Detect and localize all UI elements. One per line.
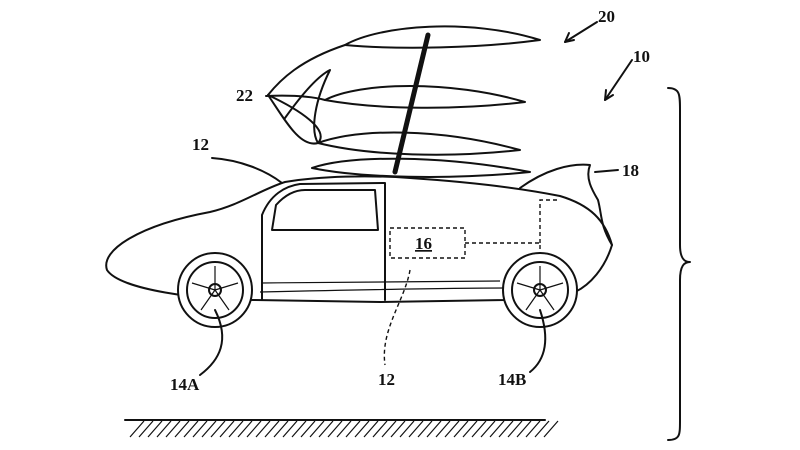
- module-link: [465, 199, 560, 265]
- hatch-line: [498, 420, 514, 438]
- label-12-top: 12: [192, 135, 209, 154]
- hatch-line: [417, 420, 433, 438]
- hatch-line: [291, 420, 307, 438]
- label-14B: 14B: [498, 370, 526, 389]
- ground: [124, 419, 559, 438]
- wing-fin: [267, 94, 322, 145]
- sill-line-2: [261, 280, 501, 284]
- hatch-line: [174, 420, 190, 438]
- hatch-line: [543, 420, 559, 438]
- module-box: [389, 227, 466, 259]
- hatch-line: [372, 420, 388, 438]
- hatch-line: [471, 420, 487, 438]
- hatch-line: [318, 420, 334, 438]
- hatch-line: [435, 420, 451, 438]
- hatch-line: [525, 420, 541, 438]
- door: [261, 182, 386, 301]
- hatch-line: [336, 420, 352, 438]
- hatch-line: [246, 420, 262, 438]
- body-leader: [383, 269, 411, 366]
- hatch-line: [408, 420, 424, 438]
- hatch-line: [273, 420, 289, 438]
- hatch-line: [264, 420, 280, 438]
- mast: [392, 32, 431, 175]
- hatch-line: [516, 420, 532, 438]
- label-10: 10: [633, 47, 650, 66]
- hatch-line: [345, 420, 361, 438]
- hatch-line: [147, 420, 163, 438]
- hatch-line: [219, 420, 235, 438]
- hatch-line: [327, 420, 343, 438]
- wing-second: [324, 85, 526, 109]
- label-12-bottom: 12: [378, 370, 395, 389]
- wing-fourth: [311, 157, 531, 178]
- leaders: [199, 21, 633, 376]
- body-outline: [105, 175, 613, 303]
- hatch-line: [507, 420, 523, 438]
- hatch-line: [300, 420, 316, 438]
- hatch-line: [444, 420, 460, 438]
- hatch-line: [489, 420, 505, 438]
- hatch-line: [354, 420, 370, 438]
- hatch-line: [453, 420, 469, 438]
- hatch-line: [363, 420, 379, 438]
- hatch-line: [390, 420, 406, 438]
- sill-line: [259, 287, 506, 293]
- hatch-line: [282, 420, 298, 438]
- vehicle-body: [105, 163, 613, 366]
- hatch-line: [462, 420, 478, 438]
- hatch-line: [480, 420, 496, 438]
- hatch-line: [228, 420, 244, 438]
- hatch-line: [165, 420, 181, 438]
- label-22: 22: [236, 86, 253, 105]
- hatch-line: [309, 420, 325, 438]
- wing-top: [344, 25, 541, 49]
- brace: [667, 87, 691, 441]
- hatch-line: [129, 420, 145, 438]
- hatch-line: [534, 420, 550, 438]
- hatch-line: [183, 420, 199, 438]
- hatch-line: [210, 420, 226, 438]
- wing-third: [317, 131, 521, 156]
- hatch-line: [156, 420, 172, 438]
- window: [271, 189, 379, 231]
- wing-stack: [267, 25, 541, 178]
- hatch-line: [426, 420, 442, 438]
- hatch-line: [237, 420, 253, 438]
- label-20: 20: [598, 7, 615, 26]
- hatch-line: [138, 420, 154, 438]
- hatch-line: [255, 420, 271, 438]
- hatch-line: [201, 420, 217, 438]
- rear-wheel: [502, 252, 578, 328]
- label-14A: 14A: [170, 375, 200, 394]
- hatch-line: [192, 420, 208, 438]
- front-wheel: [177, 252, 253, 328]
- hatch-line: [399, 420, 415, 438]
- tail-fin: [519, 163, 613, 246]
- label-18: 18: [622, 161, 639, 180]
- hatch-line: [381, 420, 397, 438]
- label-16: 16: [415, 234, 432, 253]
